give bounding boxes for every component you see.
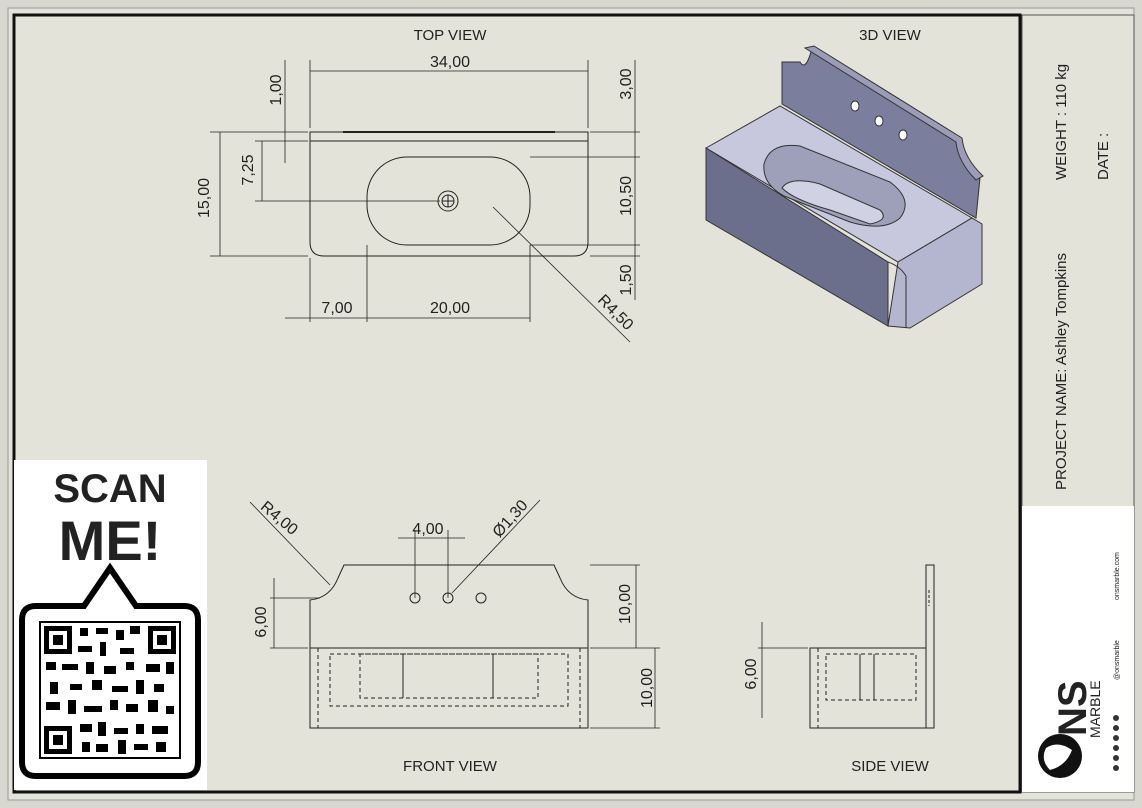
top-view-label: TOP VIEW [414,27,488,44]
dim-backsplash-height: 6,00 [253,606,270,637]
logo-sub: MARBLE [1087,680,1103,738]
dim-drain-offset: 7,25 [240,154,257,185]
weight-label: WEIGHT : 110 kg [1053,64,1070,180]
logo-text: NS [1051,680,1095,736]
drawing-frame [12,13,1022,794]
side-view [758,564,935,729]
top-view [210,60,640,343]
iso-view-label: 3D VIEW [859,27,922,44]
dim-front-offset: 1,50 [618,264,635,295]
dim-top-depth: 15,00 [196,178,213,218]
dim-bowl-width: 20,00 [430,300,470,317]
dim-upper-height: 10,00 [617,584,634,624]
dim-backsplash-thickness: 1,00 [268,74,285,105]
date-label: DATE : [1095,133,1112,180]
social-handle: @onsmarble [1114,640,1121,680]
qr-me-text: ME! [59,509,162,572]
front-view [249,499,660,729]
dim-lower-height: 10,00 [639,668,656,708]
dim-bowl-depth: 10,50 [618,176,635,216]
dim-top-width: 34,00 [430,54,470,71]
iso-view [705,45,984,329]
dim-right-offset: 3,00 [618,68,635,99]
qr-code[interactable] [19,562,201,779]
qr-scan-text: SCAN [53,467,166,511]
dim-side-height: 6,00 [743,658,760,689]
website: onsmarble.com [1114,552,1121,600]
front-view-label: FRONT VIEW [403,758,498,775]
project-name: PROJECT NAME: Ashley Tompkins [1053,253,1070,490]
dim-hole-spacing: 4,00 [412,521,443,538]
side-view-label: SIDE VIEW [851,758,929,775]
social-icons [1113,715,1119,771]
dim-left-offset: 7,00 [321,300,352,317]
company-logo: NS MARBLE [1038,680,1103,778]
